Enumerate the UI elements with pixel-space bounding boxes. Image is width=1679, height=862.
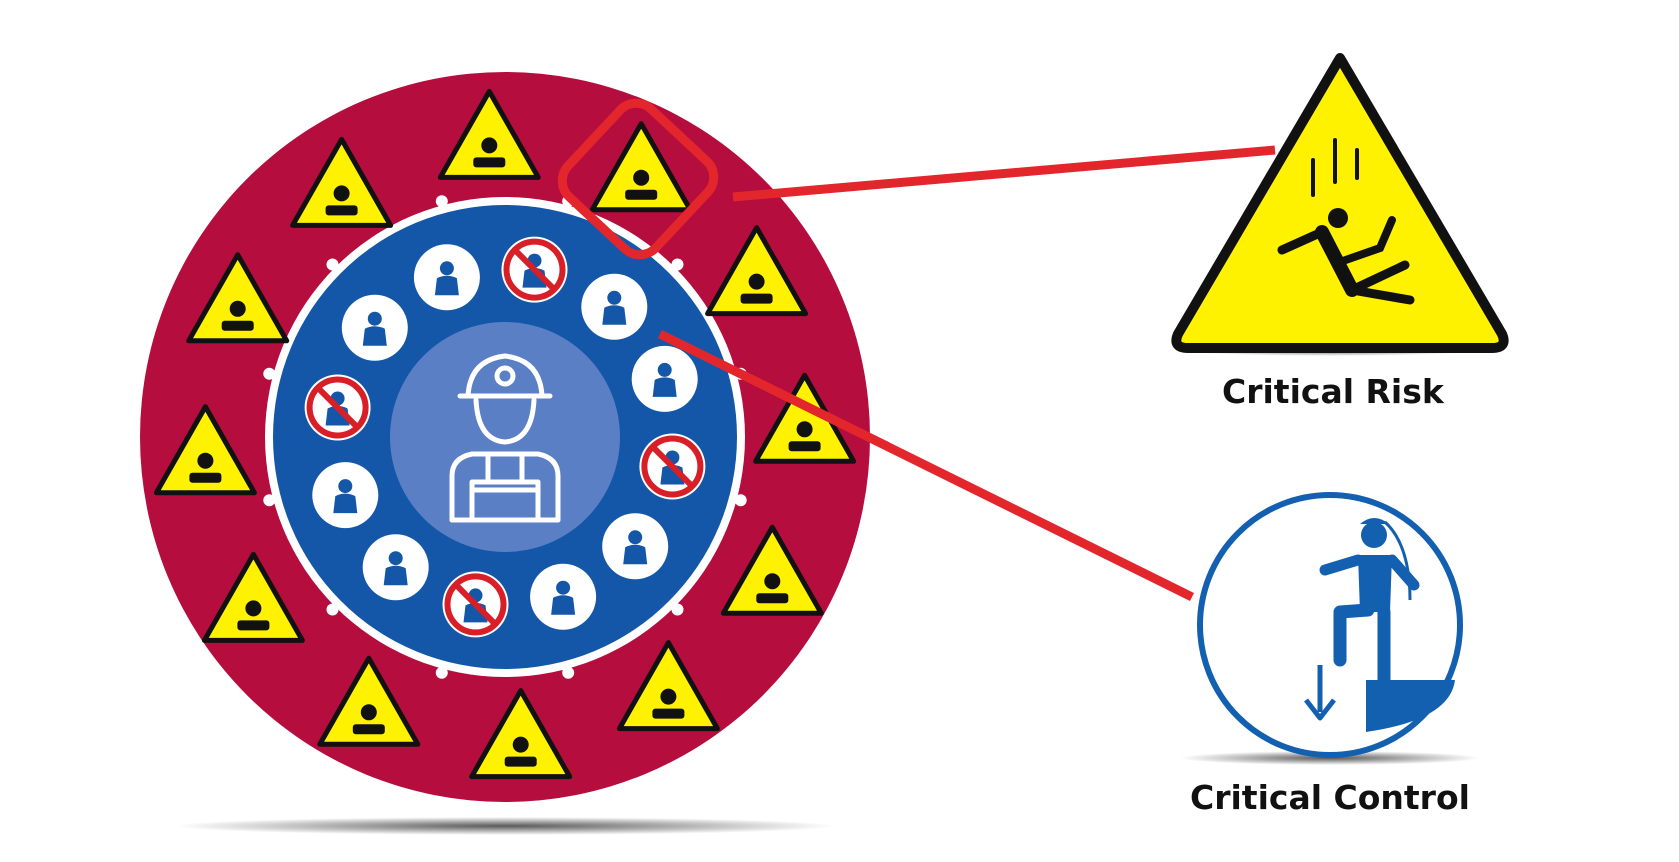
no-alcohol-icon xyxy=(639,433,706,500)
confined-space-icon xyxy=(186,252,290,344)
fall-protection-icon xyxy=(1304,518,1455,732)
critical-risk-label: Critical Risk xyxy=(1222,372,1444,411)
explosion-icon xyxy=(720,524,824,616)
fall-protection-icon xyxy=(581,273,648,340)
control-connector-line xyxy=(658,329,1194,602)
falling-person-icon xyxy=(589,121,693,213)
lockout-icon xyxy=(312,462,379,529)
critical-risk-sign xyxy=(1171,53,1509,353)
ground-collapse-icon xyxy=(616,640,720,732)
slip-fall-icon xyxy=(437,88,541,180)
ring-notch xyxy=(326,603,339,616)
control-icon-ring xyxy=(304,236,706,638)
ring-notch xyxy=(671,603,684,616)
entanglement-gears-icon xyxy=(317,655,421,747)
team-icon xyxy=(341,294,408,361)
no-mobile-phone-icon xyxy=(501,236,568,303)
ring-notch xyxy=(263,367,276,380)
ring-notch xyxy=(562,666,575,679)
falling-person-icon xyxy=(1277,138,1415,305)
critical-control-label: Critical Control xyxy=(1190,778,1470,817)
seatbelt-icon xyxy=(413,244,480,311)
electrical-shock-icon xyxy=(201,551,305,643)
vehicle-collision-icon xyxy=(290,136,394,228)
no-hands-icon xyxy=(442,571,509,638)
center-disc xyxy=(390,322,620,552)
ring-notch xyxy=(263,494,276,507)
fatigue-rest-icon xyxy=(530,563,597,630)
miner-icon xyxy=(449,353,561,523)
ring-notch xyxy=(435,195,448,208)
wheel-shadow xyxy=(175,817,835,835)
hazard-sign-ring xyxy=(153,88,857,780)
no-suspended-load-icon xyxy=(304,374,371,441)
critical-control-sign xyxy=(1197,492,1463,758)
ring-notch xyxy=(671,258,684,271)
ring-notch xyxy=(435,666,448,679)
checklist-icon xyxy=(602,513,669,580)
suspended-load-icon xyxy=(153,404,257,496)
fire-icon xyxy=(705,225,809,317)
ring-notch xyxy=(734,494,747,507)
safety-net-icon xyxy=(362,534,429,601)
ring-notch xyxy=(326,258,339,271)
highlight-box xyxy=(557,98,719,260)
risk-connector-line xyxy=(732,145,1276,202)
hearing-protection-icon xyxy=(631,345,698,412)
heat-thermometer-icon xyxy=(469,688,573,780)
